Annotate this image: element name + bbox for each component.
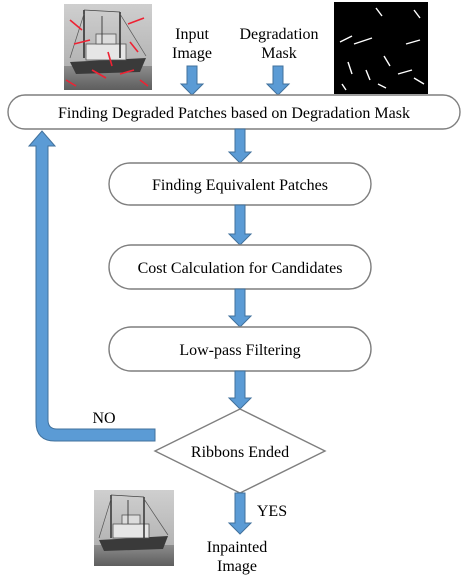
no-loop-arrow-shape bbox=[27, 130, 156, 442]
low-pass-filtering-label: Low-pass Filtering bbox=[179, 342, 300, 359]
flow-arrow-1 bbox=[227, 128, 253, 164]
input-image-arrow bbox=[179, 65, 205, 96]
finding-degraded-patches-label: Finding Degraded Patches based on Degrad… bbox=[58, 105, 410, 122]
inpainted-image-thumbnail bbox=[94, 490, 174, 566]
finding-equivalent-patches-label: Finding Equivalent Patches bbox=[152, 177, 328, 194]
ribbons-ended-label: Ribbons Ended bbox=[191, 444, 289, 461]
degradation-mask-label-line2: Mask bbox=[261, 45, 297, 62]
inpainted-image-label-line1: Inpainted bbox=[207, 539, 267, 556]
inpainted-image-label-line2: Image bbox=[217, 558, 257, 575]
cost-calculation-label: Cost Calculation for Candidates bbox=[138, 260, 343, 277]
degradation-mask-arrow bbox=[265, 65, 291, 96]
input-image-thumbnail bbox=[64, 4, 152, 90]
input-image-label-line2: Image bbox=[172, 45, 212, 62]
flow-arrow-4 bbox=[227, 370, 253, 410]
flow-arrow-3 bbox=[227, 288, 253, 328]
yes-arrow bbox=[227, 492, 253, 535]
finding-degraded-patches-box bbox=[7, 94, 461, 130]
input-image-label-line1: Input bbox=[175, 26, 209, 43]
no-label: NO bbox=[92, 410, 115, 427]
degradation-mask-label-line1: Degradation bbox=[239, 26, 318, 43]
flow-arrow-2 bbox=[227, 204, 253, 246]
yes-label: YES bbox=[257, 503, 287, 520]
degradation-mask-thumbnail bbox=[334, 2, 428, 94]
